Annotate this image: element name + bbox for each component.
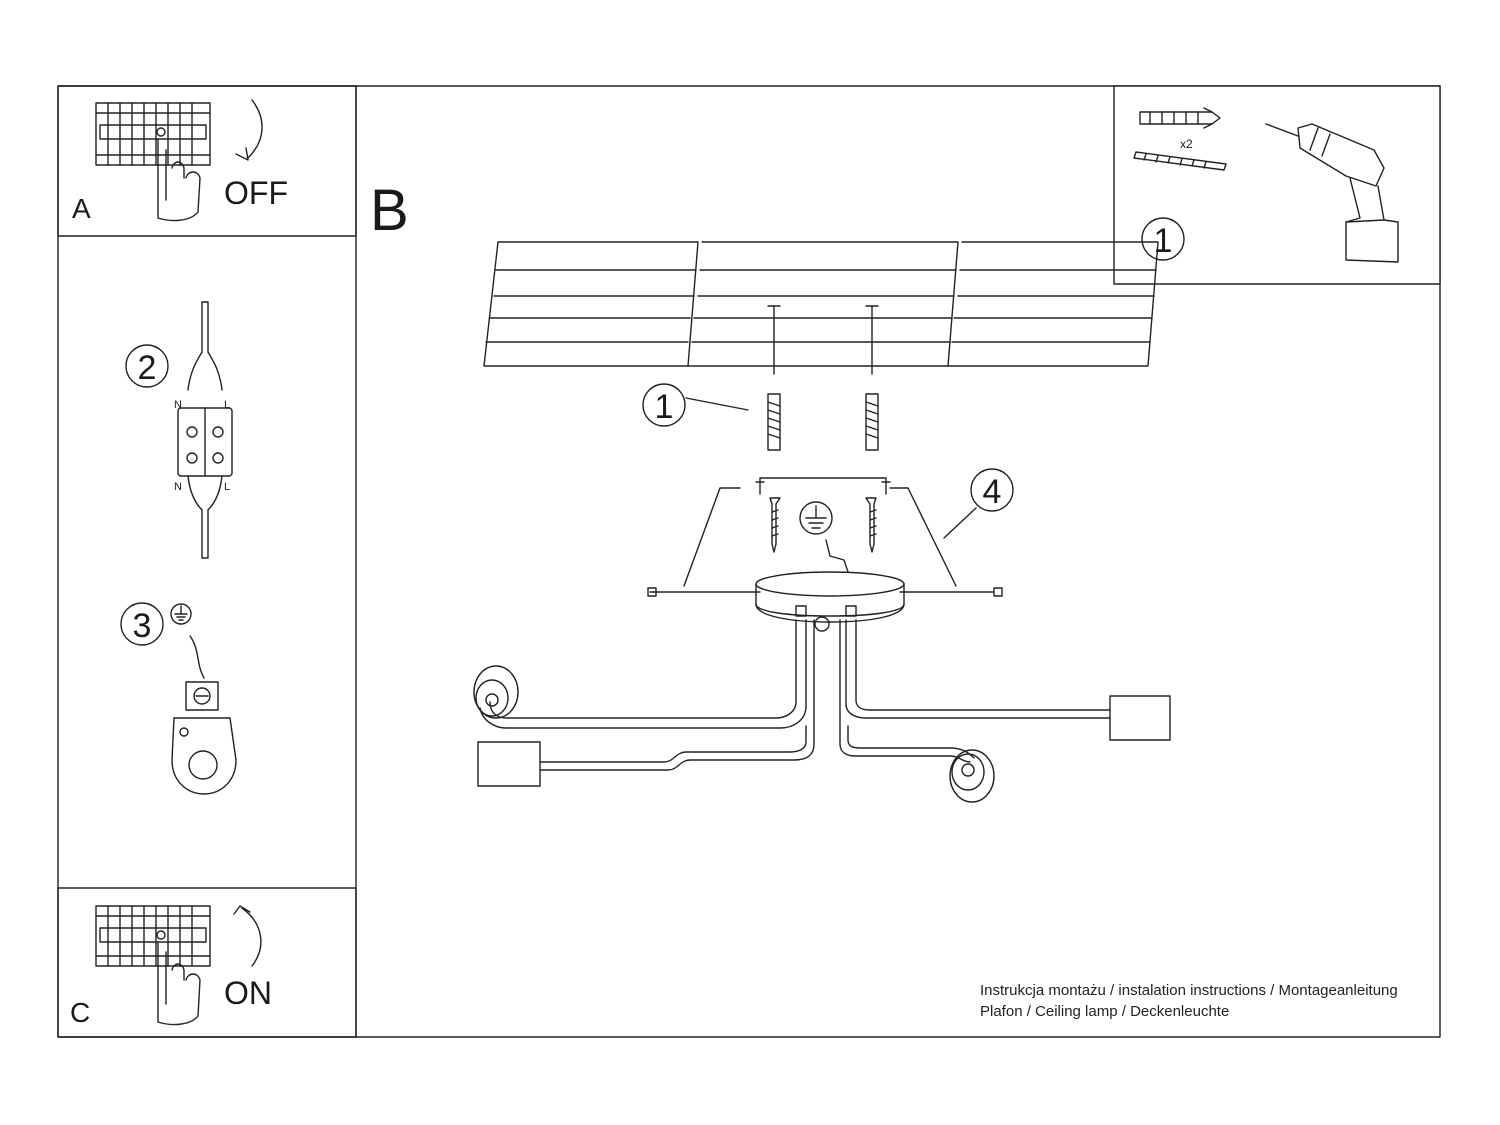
footer-caption: Instrukcja montażu / instalation instruc… (980, 980, 1398, 1022)
connector-n-bottom: N (174, 481, 182, 493)
screw-left-icon (769, 497, 781, 553)
ground-symbol-icon (170, 603, 192, 625)
mounting-bracket (755, 477, 891, 495)
outer-frame (57, 85, 1441, 1038)
hand-off-icon (157, 139, 201, 222)
drill-hole-right (865, 305, 879, 375)
hand-on-icon (157, 941, 201, 1026)
drill-hole-left (767, 305, 781, 375)
panel-c-box (57, 887, 357, 1038)
drill-icon (1265, 123, 1399, 263)
step-1-circle-b (642, 383, 686, 427)
earth-wire-b (825, 539, 849, 573)
ceiling-planks (483, 241, 1159, 367)
footer-line-2: Plafon / Ceiling lamp / Deckenleuchte (980, 1003, 1230, 1020)
lamp-head-upper-left (473, 665, 519, 719)
step-1-number-tools: 1 (1154, 222, 1173, 260)
panel-c-letter: C (70, 997, 90, 1028)
step-1-number-b: 1 (655, 388, 674, 426)
wall-plug-hardware-icon (1139, 107, 1221, 129)
breaker-panel-off-icon (95, 102, 211, 166)
side-screw-left-icon (647, 587, 761, 597)
panel-a-box (57, 85, 357, 237)
wall-plug-left-icon (767, 393, 781, 451)
step-4-leader (943, 507, 977, 539)
arrow-up-icon (241, 907, 262, 967)
step-2-circle (125, 344, 169, 388)
screw-right-icon (865, 497, 877, 553)
wire-connector-icon (177, 301, 233, 559)
arrow-up-head-icon (233, 905, 251, 915)
screw-hardware-icon (1133, 151, 1227, 171)
panel-b-letter: B (370, 178, 409, 243)
arrow-down-head-icon (235, 147, 249, 161)
step-3-circle (120, 602, 164, 646)
connector-n-top: N (174, 399, 182, 411)
hardware-quantity: x2 (1180, 137, 1193, 151)
step-1-circle-tools (1141, 217, 1185, 261)
wall-plug-right-icon (865, 393, 879, 451)
side-screw-right-icon (899, 587, 1003, 597)
arrow-down-icon (247, 99, 263, 159)
earth-wire (189, 635, 205, 679)
lamp-head-lower-right (949, 749, 995, 803)
cone-guides (683, 487, 957, 587)
lamp-head-lower-left (477, 741, 541, 787)
step-3-number: 3 (133, 607, 152, 645)
lamp-arms (479, 619, 1111, 771)
footer-line-1: Instrukcja montażu / instalation instruc… (980, 982, 1398, 999)
step-2-number: 2 (138, 349, 157, 387)
connector-l-bottom: L (224, 481, 230, 493)
panel-a-letter: A (72, 193, 91, 224)
tools-box (1113, 85, 1441, 285)
ceiling-canopy (755, 571, 905, 632)
panel-c-state: ON (224, 975, 272, 1011)
ground-symbol-b-icon (799, 501, 833, 535)
connector-l-top: L (224, 399, 230, 411)
lamp-head-right (1109, 695, 1171, 741)
step-4-number: 4 (983, 473, 1002, 511)
panel-a-state: OFF (224, 175, 288, 211)
breaker-panel-on-icon (95, 905, 211, 967)
step-4-circle (970, 468, 1014, 512)
step-1-leader (685, 397, 749, 411)
earth-terminal-icon (171, 681, 237, 795)
